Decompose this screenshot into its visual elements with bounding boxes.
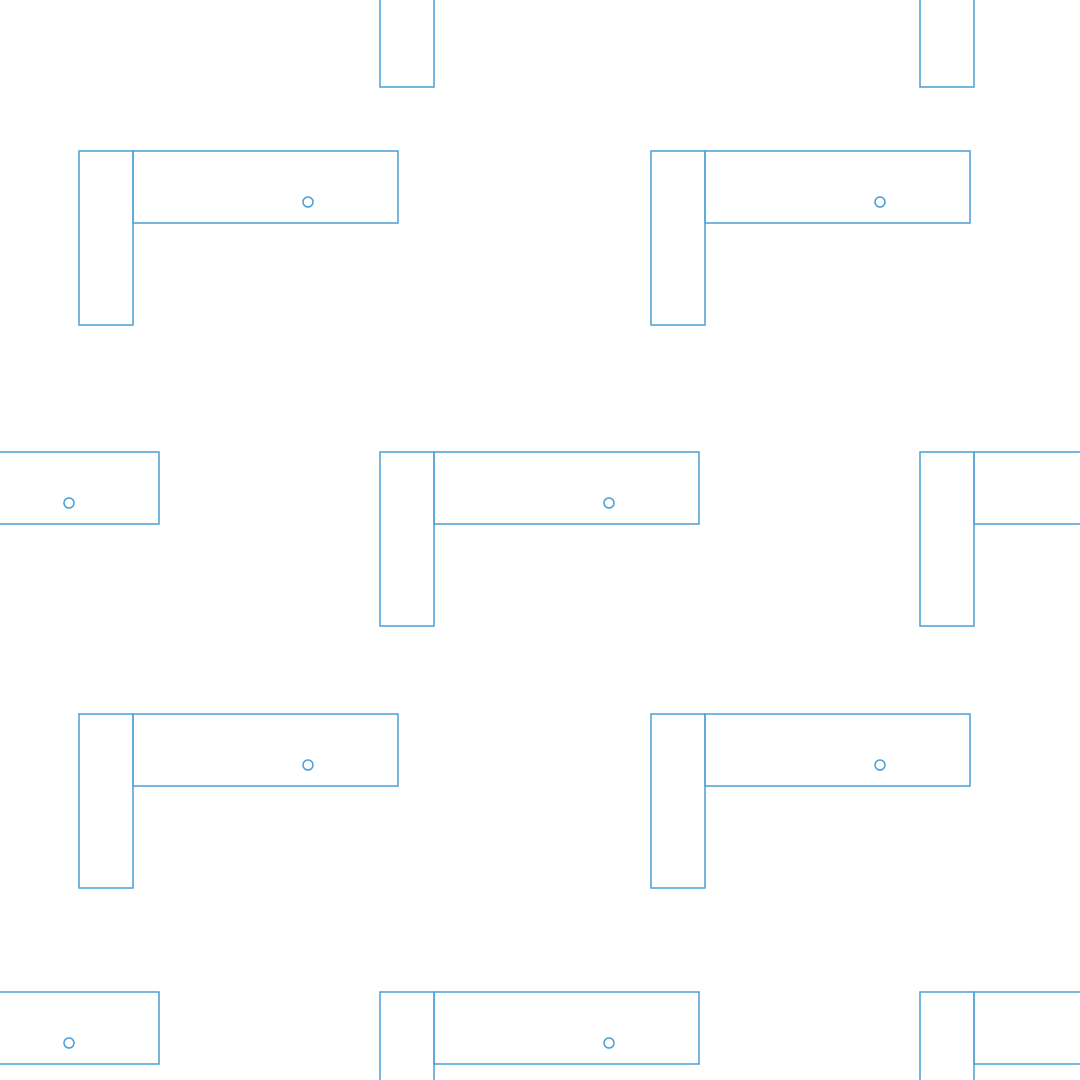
desk-return (919, 991, 975, 1080)
grommet-hole (63, 1037, 75, 1049)
desk-return (650, 713, 706, 889)
grommet-hole (63, 497, 75, 509)
desk-top (0, 991, 160, 1065)
desk-top (132, 713, 399, 787)
desk-top (433, 991, 700, 1065)
desk-icon (379, 991, 700, 1080)
grommet-hole (603, 1037, 615, 1049)
desk-top (132, 150, 399, 224)
desk-icon (919, 991, 1080, 1080)
desk-return (919, 451, 975, 627)
desk-icon (0, 991, 160, 1065)
desk-top (973, 451, 1080, 525)
desk-icon (78, 150, 399, 326)
desk-return (379, 0, 435, 88)
desk-top (973, 991, 1080, 1065)
desk-return (379, 991, 435, 1080)
desk-top (433, 451, 700, 525)
desk-return (919, 0, 975, 88)
desk-return (78, 150, 134, 326)
desk-top (704, 150, 971, 224)
desk-icon (379, 0, 435, 88)
desk-return (78, 713, 134, 889)
grommet-hole (302, 196, 314, 208)
grommet-hole (874, 759, 886, 771)
desk-icon (78, 713, 399, 889)
desk-top (0, 451, 160, 525)
desk-icon (919, 451, 1080, 627)
desk-icon (650, 150, 971, 326)
grommet-hole (302, 759, 314, 771)
desk-icon (0, 451, 160, 525)
desk-icon (379, 451, 700, 627)
desk-top (704, 713, 971, 787)
grommet-hole (874, 196, 886, 208)
desk-icon (919, 0, 975, 88)
desk-icon (650, 713, 971, 889)
grommet-hole (603, 497, 615, 509)
desk-return (379, 451, 435, 627)
desk-return (650, 150, 706, 326)
